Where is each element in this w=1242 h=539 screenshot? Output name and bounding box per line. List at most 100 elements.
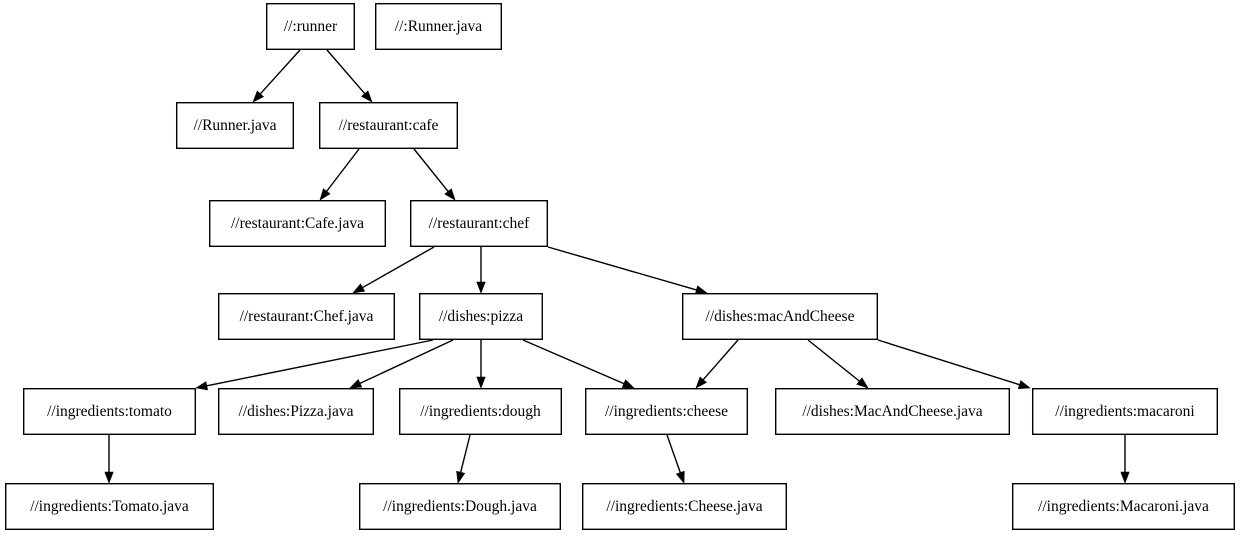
graph-edge [695,339,739,389]
node-box[interactable] [399,388,563,436]
graph-edge [252,49,301,103]
edge-arrowhead-icon [349,379,363,389]
edge-arrowhead-icon [195,381,208,391]
edge-arrowhead-icon [476,376,486,389]
graph-node-dishes_pizza[interactable]: //dishes:pizza [419,293,544,341]
node-label: //dishes:MacAndCheese.java [802,403,982,420]
node-box[interactable] [1012,483,1236,531]
edge-arrowhead-icon [1017,380,1031,390]
edge-arrowhead-icon [476,281,486,294]
edge-arrowhead-icon [104,471,114,484]
edge-line [326,49,366,95]
edge-arrowhead-icon [621,379,635,389]
graph-edge [547,246,708,295]
node-box[interactable] [266,3,356,50]
graph-node-cheese_java[interactable]: //ingredients:Cheese.java [582,483,788,531]
node-label: //dishes:Pizza.java [239,403,354,420]
node-box[interactable] [217,388,375,436]
node-label: //:Runner.java [395,18,483,35]
node-label: //ingredients:tomato [47,403,172,420]
node-box[interactable] [582,483,788,531]
graph-edge [104,435,114,484]
graph-node-ing_tomato[interactable]: //ingredients:tomato [23,388,197,436]
node-box[interactable] [682,293,879,341]
node-box[interactable] [410,199,549,247]
edge-line [359,339,454,384]
node-box[interactable] [1031,388,1218,436]
graph-node-chef_java[interactable]: //restaurant:Chef.java [217,293,396,341]
graph-edge [1120,435,1130,484]
graph-edge [352,246,435,294]
graph-edge [522,339,635,389]
graph-node-tomato_java[interactable]: //ingredients:Tomato.java [4,483,215,531]
graph-node-cafe_java[interactable]: //restaurant:Cafe.java [208,199,387,247]
graph-edge [807,339,869,389]
graph-edge [319,148,360,201]
graph-node-macchz_java[interactable]: //dishes:MacAndCheese.java [775,388,1011,436]
graph-node-ing_macaroni[interactable]: //ingredients:macaroni [1031,388,1218,436]
edge-arrowhead-icon [252,90,265,103]
edge-arrowhead-icon [361,90,373,103]
node-label: //ingredients:Macaroni.java [1038,498,1209,515]
edge-arrowhead-icon [352,283,366,294]
node-box[interactable] [375,3,503,50]
graph-node-runner_java[interactable]: //Runner.java [175,101,294,149]
graph-node-runner_java_root[interactable]: //:Runner.java [375,3,503,50]
edge-arrowhead-icon [1120,471,1130,484]
node-box[interactable] [4,483,215,531]
node-label: //restaurant:Chef.java [240,308,374,325]
graph-node-restaurant_cafe[interactable]: //restaurant:cafe [319,101,459,149]
graph-node-dough_java[interactable]: //ingredients:Dough.java [359,483,562,531]
node-label: //dishes:pizza [439,308,523,325]
node-label: //restaurant:chef [429,215,531,232]
edge-arrowhead-icon [319,188,331,201]
node-label: //ingredients:cheese [605,403,728,420]
graph-edges-layer [104,49,1130,484]
node-label: //restaurant:Cafe.java [231,215,364,232]
edge-line [522,339,625,385]
node-label: //:runner [284,18,338,35]
graph-node-dishes_macchz[interactable]: //dishes:macAndCheese [682,293,879,341]
graph-edge [413,148,456,201]
node-box[interactable] [775,388,1011,436]
graph-node-pizza_java[interactable]: //dishes:Pizza.java [217,388,375,436]
graph-edge [476,340,486,389]
graph-edge [195,339,434,391]
graph-edge [456,434,471,484]
edge-arrowhead-icon [675,470,685,484]
node-box[interactable] [217,293,396,341]
edge-line [547,246,697,291]
node-box[interactable] [319,101,459,149]
node-label: //restaurant:cafe [339,117,439,134]
graph-node-ing_cheese[interactable]: //ingredients:cheese [585,388,749,436]
node-label: //ingredients:macaroni [1055,403,1195,420]
edge-line [459,434,471,473]
node-label: //ingredients:Dough.java [383,498,537,515]
graph-edge [666,434,685,484]
edge-line [666,434,681,473]
node-box[interactable] [175,101,294,149]
node-label: //ingredients:Tomato.java [30,498,189,515]
edge-arrowhead-icon [456,470,466,484]
edge-arrowhead-icon [444,188,456,201]
edge-line [326,148,360,192]
graph-nodes-layer: //:runner //:Runner.java //Runner.java //re… [4,3,1236,531]
graph-edge [349,339,454,389]
edge-line [807,339,860,382]
node-box[interactable] [585,388,749,436]
node-box[interactable] [419,293,544,341]
graph-node-runner[interactable]: //:runner [266,3,356,50]
node-box[interactable] [359,483,562,531]
node-label: //dishes:macAndCheese [706,308,855,325]
graph-node-ing_dough[interactable]: //ingredients:dough [399,388,563,436]
edge-line [259,49,301,95]
graph-node-macaroni_java[interactable]: //ingredients:Macaroni.java [1012,483,1236,531]
edge-line [877,339,1020,386]
graph-node-restaurant_chef[interactable]: //restaurant:chef [410,199,549,247]
edge-line [362,246,435,289]
edge-line [702,339,739,381]
node-box[interactable] [208,199,387,247]
node-box[interactable] [23,388,197,436]
